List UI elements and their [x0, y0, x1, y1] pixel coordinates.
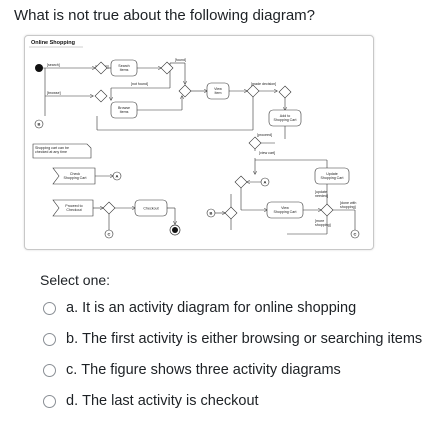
connector-a-left: [112, 171, 122, 181]
option-b-letter: b.: [66, 331, 79, 347]
guard-made-decision: [made decision]: [251, 82, 276, 86]
decision-browse-merge: [94, 89, 108, 103]
option-b[interactable]: b. The first activity is either browsing…: [43, 327, 422, 351]
decision-update: [320, 203, 334, 217]
option-d-text: The last activity is checkout: [82, 393, 259, 409]
option-d-letter: d.: [66, 393, 79, 409]
note-shape: [32, 143, 92, 159]
activity-search-items: [110, 59, 138, 77]
guard-view-cart: [view cart]: [259, 151, 275, 155]
select-one-label: Select one:: [40, 272, 111, 288]
option-c-text: The figure shows three activity diagrams: [81, 362, 341, 378]
guard-proceed: [proceed]: [257, 133, 272, 137]
question-text: What is not true about the following dia…: [14, 7, 316, 24]
radio-b[interactable]: [43, 332, 56, 346]
guard-not-found: [not found]: [131, 82, 148, 86]
connector-b-right: [206, 208, 216, 218]
option-a-text: It is an activity diagram for online sho…: [82, 300, 357, 316]
connector-c-left: [104, 229, 114, 239]
answer-options: a. It is an activity diagram for online …: [43, 296, 422, 420]
radio-a[interactable]: [43, 301, 56, 315]
merge-view-item: [178, 84, 192, 98]
merge-view-cart: [234, 175, 248, 189]
guard-search: [search]: [47, 63, 60, 67]
diagram-title: Online Shopping: [31, 40, 75, 46]
activity-checkout: [134, 199, 168, 217]
connector-b-left: [34, 119, 44, 129]
initial-node: [35, 64, 43, 72]
connector-c-left-label: C: [108, 232, 111, 237]
fork-proceed: [248, 136, 262, 150]
activity-view-item: [206, 82, 230, 100]
radio-d[interactable]: [43, 394, 56, 408]
connector-a-left-label: A: [116, 174, 119, 179]
connector-a-right-label: A: [264, 180, 267, 185]
label-checkout: Checkout: [143, 207, 158, 211]
signal-check-cart: [52, 167, 96, 185]
connector-c-right-label: C: [354, 232, 357, 237]
decision-found: [160, 61, 174, 75]
connector-a-right: [260, 177, 270, 187]
merge-checkout: [102, 201, 116, 215]
connector-c-right: [350, 229, 360, 239]
option-a[interactable]: a. It is an activity diagram for online …: [43, 296, 422, 320]
decision-made: [246, 84, 260, 98]
option-d[interactable]: d. The last activity is checkout: [43, 389, 422, 413]
radio-c[interactable]: [43, 363, 56, 377]
option-c-letter: c.: [66, 362, 78, 378]
option-a-letter: a.: [66, 300, 79, 316]
diagram-canvas: Online Shopping: [29, 40, 360, 239]
connector-b-left-label: B: [38, 122, 41, 127]
activity-update-cart: [314, 167, 350, 185]
signal-proceed-checkout: [52, 199, 94, 217]
decision-search-browse: [94, 61, 108, 75]
activity-browse-items: [110, 101, 138, 119]
decision-b: [224, 206, 238, 220]
merge-add-cart: [278, 85, 292, 99]
activity-add-to-cart: [268, 109, 302, 127]
activity-view-cart: [266, 201, 304, 219]
guard-browse: [browse]: [47, 91, 61, 95]
activity-diagram: Online Shopping: [24, 35, 374, 250]
option-c[interactable]: c. The figure shows three activity diagr…: [43, 358, 422, 382]
connector-b-right-label: B: [210, 211, 213, 216]
option-b-text: The first activity is either browsing or…: [82, 331, 423, 347]
guard-found: [found]: [175, 58, 186, 62]
